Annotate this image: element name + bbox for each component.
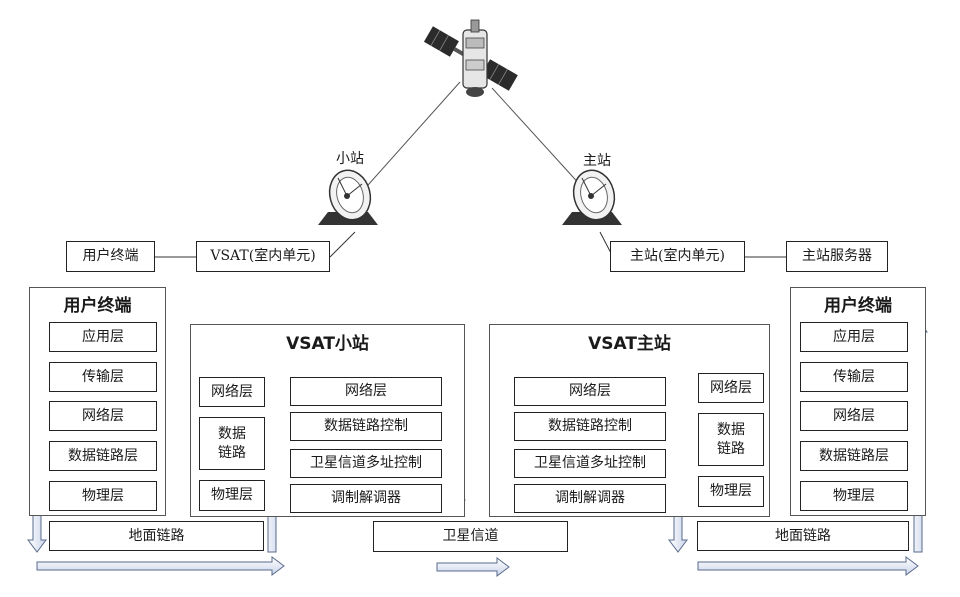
small-station-label: 小站	[336, 151, 364, 167]
vsat-small-right-network: 网络层	[290, 377, 442, 406]
vsat-master-title: VSAT主站	[588, 334, 671, 354]
vsat-small-right-dlc: 数据链路控制	[290, 412, 442, 441]
right-layer-datalink: 数据链路层	[800, 441, 908, 471]
vsat-small-left-datalink: 数据 链路	[199, 417, 265, 470]
uplink-line-right	[491, 87, 584, 189]
right-user-terminal-title: 用户终端	[824, 296, 892, 316]
right-layer-application: 应用层	[800, 322, 908, 352]
flow-arrow-ground-right	[697, 556, 919, 576]
vsat-small-left-network: 网络层	[199, 377, 265, 407]
master-station-label: 主站	[583, 153, 611, 169]
vsat-master-right-network: 网络层	[698, 373, 764, 403]
flow-arrow-satellite	[436, 557, 510, 577]
vsat-master-left-mac: 卫星信道多址控制	[514, 449, 666, 478]
vsat-master-right-datalink: 数据 链路	[698, 413, 764, 466]
flow-arrow-ground-left	[36, 556, 285, 576]
right-layer-physical: 物理层	[800, 481, 908, 511]
satellite-channel-box: 卫星信道	[373, 521, 568, 552]
vsat-small-left-physical: 物理层	[199, 480, 265, 511]
right-layer-transport: 传输层	[800, 362, 908, 392]
left-layer-network: 网络层	[49, 401, 157, 431]
top-master-indoor-box: 主站(室内单元)	[610, 241, 745, 272]
vsat-master-left-network: 网络层	[514, 377, 666, 406]
small-station-dish-icon	[318, 169, 378, 225]
satellite-icon	[423, 19, 518, 97]
vsat-master-left-dlc: 数据链路控制	[514, 412, 666, 441]
vsat-small-right-mac: 卫星信道多址控制	[290, 449, 442, 478]
top-user-terminal-box: 用户终端	[66, 241, 155, 272]
vsat-master-left-modem: 调制解调器	[514, 484, 666, 513]
left-user-terminal-title: 用户终端	[63, 296, 132, 316]
uplink-line-left	[367, 81, 461, 186]
master-station-dish-icon	[562, 169, 622, 225]
top-vsat-indoor-box: VSAT(室内单元)	[196, 241, 330, 272]
vsat-small-title: VSAT小站	[286, 334, 369, 354]
left-layer-datalink: 数据链路层	[49, 441, 157, 471]
vsat-master-right-physical: 物理层	[698, 476, 764, 507]
vsat-small-right-modem: 调制解调器	[290, 484, 442, 513]
ground-link-right-box: 地面链路	[697, 521, 909, 551]
right-layer-network: 网络层	[800, 401, 908, 431]
left-layer-physical: 物理层	[49, 481, 157, 511]
left-layer-transport: 传输层	[49, 362, 157, 392]
top-master-server-box: 主站服务器	[786, 241, 888, 272]
connector-vsat-dish	[329, 231, 356, 258]
left-layer-application: 应用层	[49, 322, 157, 352]
ground-link-left-box: 地面链路	[49, 521, 264, 551]
